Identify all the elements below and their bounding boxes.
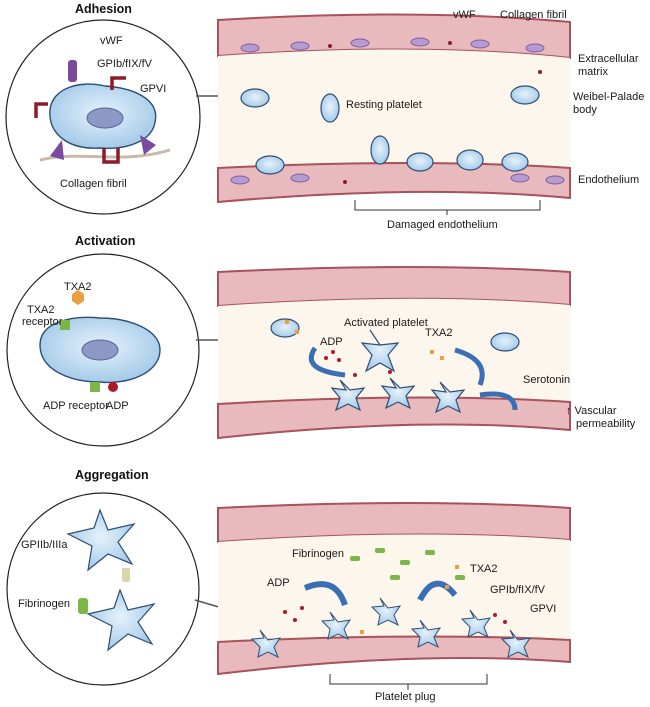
wp-label-line1: Weibel-Palade xyxy=(573,91,644,103)
adhesion-title: Adhesion xyxy=(75,2,132,16)
receptor-purple-bottom xyxy=(50,140,64,160)
ecm-label-line1: Extracellular xyxy=(578,53,639,65)
blue-recruitment-arrows xyxy=(303,580,458,607)
plug-bracket xyxy=(329,674,488,690)
adp-receptor-label: ADP receptor xyxy=(43,400,109,412)
adp-dots xyxy=(283,606,507,624)
inset-vwf-label: vWF xyxy=(100,35,123,47)
txa2-receptor-line2: receptor xyxy=(22,316,63,328)
txa2-dots xyxy=(360,565,459,634)
ecm-label-line2: matrix xyxy=(578,66,608,78)
inset-gpvi-label: GPVI xyxy=(140,83,166,95)
vessel-fibrinogen-label: Fibrinogen xyxy=(292,548,344,560)
platelet-granule xyxy=(81,339,119,361)
gpiib-receptor xyxy=(122,568,130,582)
vascular-label-line1: ↑ Vascular xyxy=(566,405,617,417)
activated-platelet-inset-upper xyxy=(66,508,136,572)
inset-gpiib-label: GPIIb/IIIa xyxy=(21,539,68,551)
vessel-vwf-label: vWF xyxy=(453,9,476,21)
fibrinogen-molecules xyxy=(350,548,465,580)
activation-vessel: Activated platelet ADP TXA2 Serotonin ↑ … xyxy=(217,266,636,440)
aggregation-inset-circle xyxy=(6,492,200,686)
activation-inset: TXA2 TXA2 receptor ADP receptor ADP xyxy=(6,253,200,447)
endothelium-label: Endothelium xyxy=(578,174,639,186)
aggregation-vessel: Fibrinogen TXA2 ADP GPIb/fIX/fV GPVI Pla… xyxy=(217,502,571,703)
vascular-label-line2: permeability xyxy=(576,418,636,430)
blue-feedback-arrows xyxy=(308,346,518,411)
aggregation-title: Aggregation xyxy=(75,468,149,482)
receptor-red-left xyxy=(34,102,48,118)
vessel-adp-label: ADP xyxy=(320,336,343,348)
txa2-dots xyxy=(285,320,444,360)
adhesion-inset: vWF GPIb/fIX/fV GPVI Collagen fibril xyxy=(5,19,201,215)
inset-collagen-label: Collagen fibril xyxy=(60,178,127,190)
receptor-red-bottom xyxy=(102,148,120,164)
vessel-lumen xyxy=(218,49,570,168)
inset-adp-label: ADP xyxy=(106,400,129,412)
txa2-receptor-line1: TXA2 xyxy=(27,304,55,316)
adhesion-vessel: vWF Collagen fibril Extracellular matrix… xyxy=(217,9,644,231)
activated-platelets xyxy=(270,318,520,414)
endothelial-cells xyxy=(230,37,565,185)
aggregation-inset: GPIIb/IIIa Fibrinogen xyxy=(6,492,200,686)
vessel-txa2-label: TXA2 xyxy=(425,327,453,339)
inset-fibrinogen-label: Fibrinogen xyxy=(18,598,70,610)
platelet-plug-label: Platelet plug xyxy=(375,691,436,703)
serotonin-label: Serotonin xyxy=(523,374,570,386)
vwf-receptor xyxy=(68,60,77,82)
vessel-wall-bottom xyxy=(217,162,571,204)
vessel-lumen xyxy=(218,534,570,642)
vessel-txa2-label: TXA2 xyxy=(470,563,498,575)
damaged-endothelium-label: Damaged endothelium xyxy=(387,219,498,231)
txa2-molecule xyxy=(72,290,84,305)
inset-txa2-label: TXA2 xyxy=(64,281,92,293)
damaged-bracket xyxy=(354,200,541,215)
resting-platelets xyxy=(240,85,540,175)
adp-dots xyxy=(324,350,392,377)
activated-platelet-label: Activated platelet xyxy=(344,317,428,329)
vessel-gpib-label: GPIb/fIX/fV xyxy=(490,584,546,596)
adp-receptor xyxy=(90,382,100,392)
adp-molecule xyxy=(108,382,118,392)
vessel-collagen-label: Collagen fibril xyxy=(500,9,567,21)
platelet-granule xyxy=(86,107,124,129)
vessel-adp-label: ADP xyxy=(267,577,290,589)
activation-title: Activation xyxy=(75,234,135,248)
txa2-receptor xyxy=(60,320,70,330)
resting-platelet-label: Resting platelet xyxy=(346,99,422,111)
platelet-plug-cluster xyxy=(250,597,532,659)
weibel-palade-bodies xyxy=(328,41,542,184)
vessel-gpvi-label: GPVI xyxy=(530,603,556,615)
wp-label-line2: body xyxy=(573,104,597,116)
activated-platelet-inset-lower xyxy=(86,588,156,652)
fibrinogen-bridge xyxy=(78,598,88,614)
inset-gpib-label: GPIb/fIX/fV xyxy=(97,58,153,70)
gpvi-receptor xyxy=(110,76,126,90)
collagen-fibril-strand xyxy=(39,148,171,162)
receptor-purple-right xyxy=(140,135,156,155)
